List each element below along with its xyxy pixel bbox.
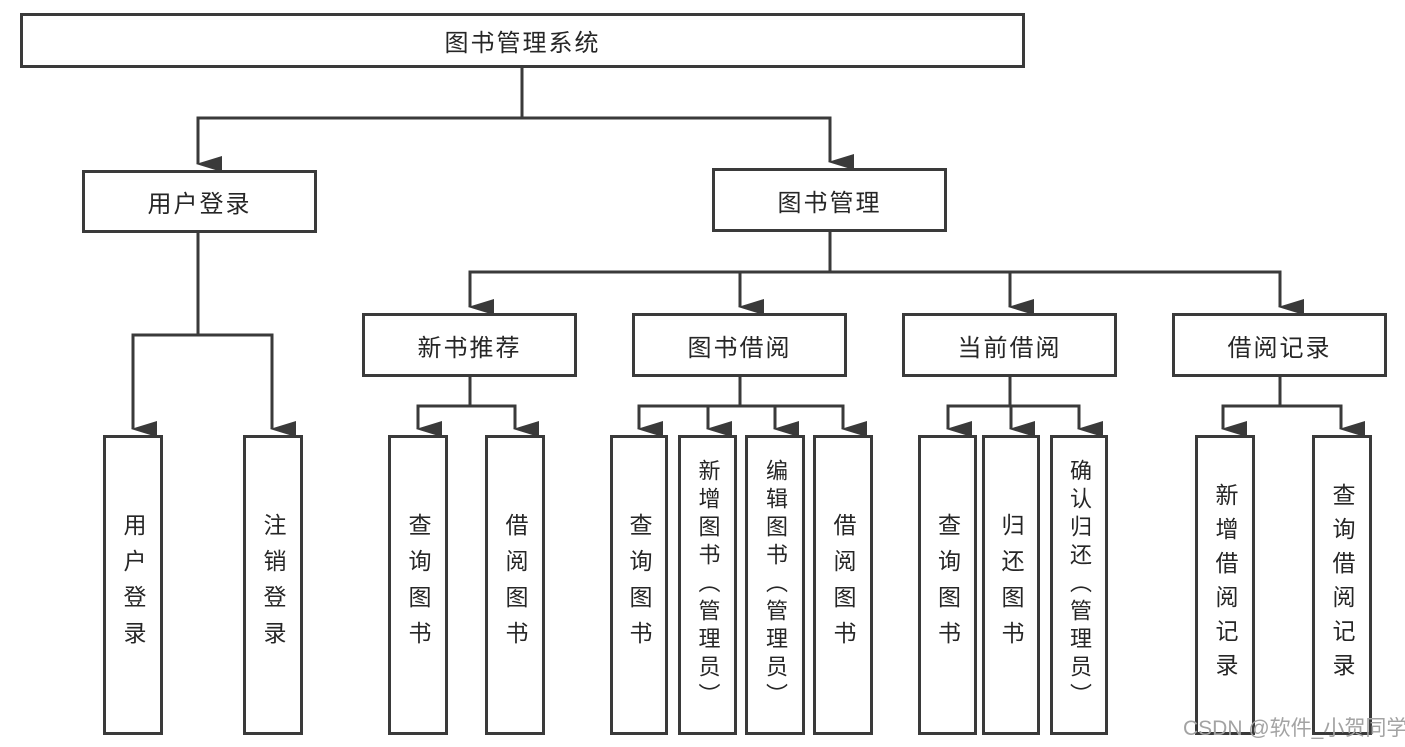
node-borrow-query-books: 查询图书 — [610, 435, 668, 735]
node-records-add-record: 新增借阅记录 — [1195, 435, 1255, 735]
node-user-login: 用户登录 — [82, 170, 317, 233]
node-borrow-edit-books-admin: 编辑图书（管理员） — [745, 435, 805, 735]
node-newbooks-borrow-books: 借阅图书 — [485, 435, 545, 735]
node-records-query-record: 查询借阅记录 — [1312, 435, 1372, 735]
node-newbooks-query-books: 查询图书 — [388, 435, 448, 735]
node-current-confirm-return-admin: 确认归还（管理员） — [1050, 435, 1108, 735]
node-current-borrow: 当前借阅 — [902, 313, 1117, 377]
node-borrow-borrow-books: 借阅图书 — [813, 435, 873, 735]
csdn-watermark: CSDN @软件_小贺同学 — [1183, 717, 1405, 740]
node-current-return-books: 归还图书 — [982, 435, 1040, 735]
node-borrow-add-books-admin: 新增图书（管理员） — [678, 435, 737, 735]
node-login-user-login: 用户登录 — [103, 435, 163, 735]
node-login-logout: 注销登录 — [243, 435, 303, 735]
node-book-management: 图书管理 — [712, 168, 947, 232]
node-library-management-system: 图书管理系统 — [20, 13, 1025, 68]
node-book-borrow: 图书借阅 — [632, 313, 847, 377]
node-borrow-records: 借阅记录 — [1172, 313, 1387, 377]
node-current-query-books: 查询图书 — [918, 435, 977, 735]
node-new-book-recommend: 新书推荐 — [362, 313, 577, 377]
